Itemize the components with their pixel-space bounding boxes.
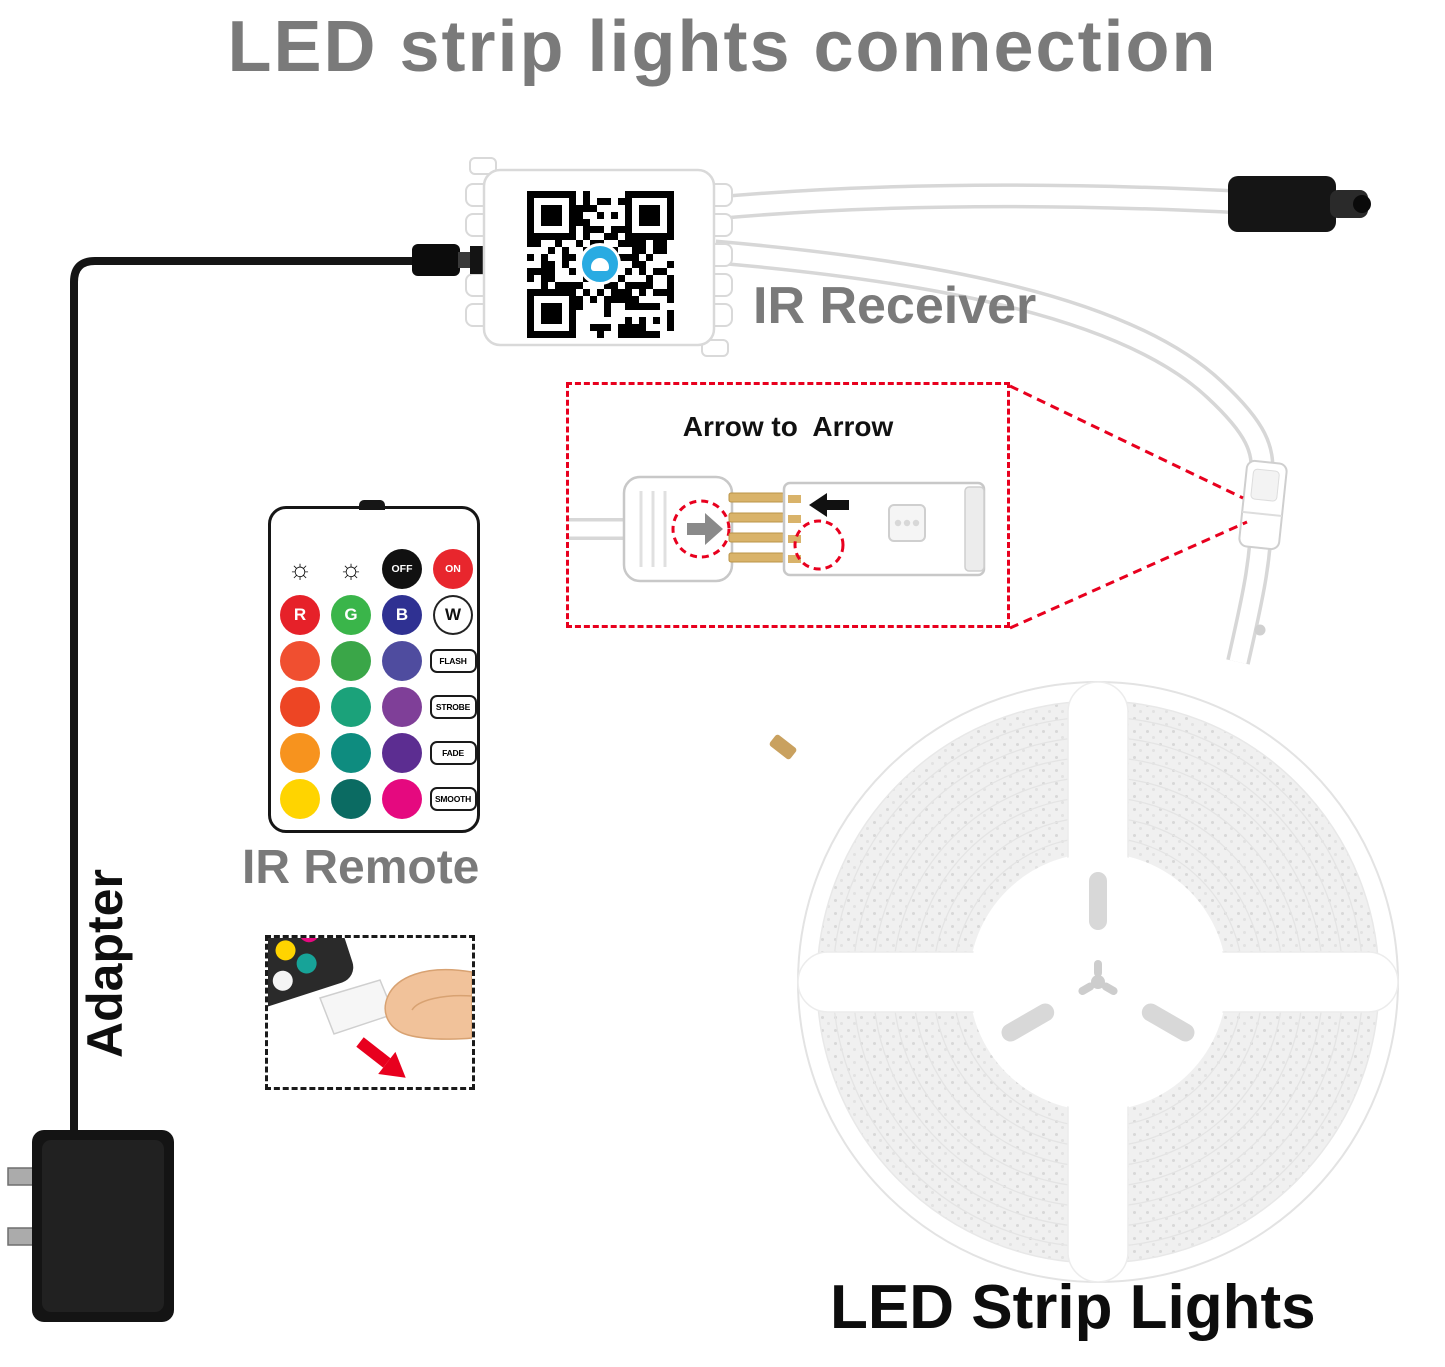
remote-button-brightness-up: ☼ [280,549,320,589]
remote-corner [268,938,354,1026]
strip-end-copper [769,734,797,760]
ir-remote-label: IR Remote [242,841,480,894]
remote-button-color-grass-green [331,641,371,681]
remote-button-color-indigo [382,641,422,681]
pointer-line-top [1009,384,1244,500]
battery-tab-inset [265,935,475,1090]
page-title: LED strip lights connection [227,7,1218,87]
remote-button-strobe: STROBE [429,695,477,719]
alignment-circle-strip [793,519,845,571]
connector-detail-art [569,475,986,583]
remote-button-color-teal-green [331,687,371,727]
alignment-circle-connector [671,499,731,559]
remote-button-green: G [331,595,371,635]
adapter-label: Adapter [77,869,133,1058]
ir-receiver-connector [1228,176,1371,232]
strip-arrow [809,493,849,517]
connection-detail-box: Arrow to Arrow [566,382,1010,628]
remote-button-color-teal [331,733,371,773]
strip-segment [782,481,986,577]
cable-to-strip [713,239,1275,475]
battery-tab [319,979,395,1035]
cable-to-ir-receiver [713,183,1241,221]
led-chip [888,504,926,542]
power-cable [70,257,420,1146]
remote-button-white: W [433,595,473,635]
remote-button-color-dark-orange [280,687,320,727]
ir-receiver-label: IR Receiver [753,277,1037,335]
remote-button-color-purple [382,687,422,727]
ir-emitter [359,500,385,510]
remote-button-fade: FADE [429,741,477,765]
reel-hub [970,854,1226,1110]
remote-button-red: R [280,595,320,635]
arrow-to-arrow-label: Arrow to Arrow [682,411,894,442]
led-strip-lights-label: LED Strip Lights [830,1273,1316,1342]
remote-button-off: OFF [382,549,422,589]
strip-connector [1238,459,1288,551]
power-adapter [7,1130,174,1322]
pull-tab-art [268,938,472,1078]
connector-pins [728,492,785,563]
remote-button-color-orange-red [280,641,320,681]
remote-button-brightness-down: ☼ [331,549,371,589]
pointer-line-bottom [1009,520,1248,630]
remote-button-blue: B [382,595,422,635]
remote-button-color-orange [280,733,320,773]
connector-arrow [687,513,723,545]
remote-button-on: ON [433,549,473,589]
four-pin-connector [622,475,734,583]
finger [384,968,472,1040]
remote-button-smooth: SMOOTH [429,787,477,811]
pull-direction-arrow [356,1037,406,1078]
led-strip-reel [769,681,1399,1283]
qr-logo-glyph [591,257,609,271]
remote-button-color-deep-purple [382,733,422,773]
dc-barrel-plug [412,244,472,276]
strip-end-clip [964,486,985,572]
qr-logo [579,243,621,285]
remote-button-flash: FLASH [429,649,477,673]
remote-button-color-dark-teal [331,779,371,819]
remote-button-color-magenta [382,779,422,819]
remote-button-color-yellow [280,779,320,819]
